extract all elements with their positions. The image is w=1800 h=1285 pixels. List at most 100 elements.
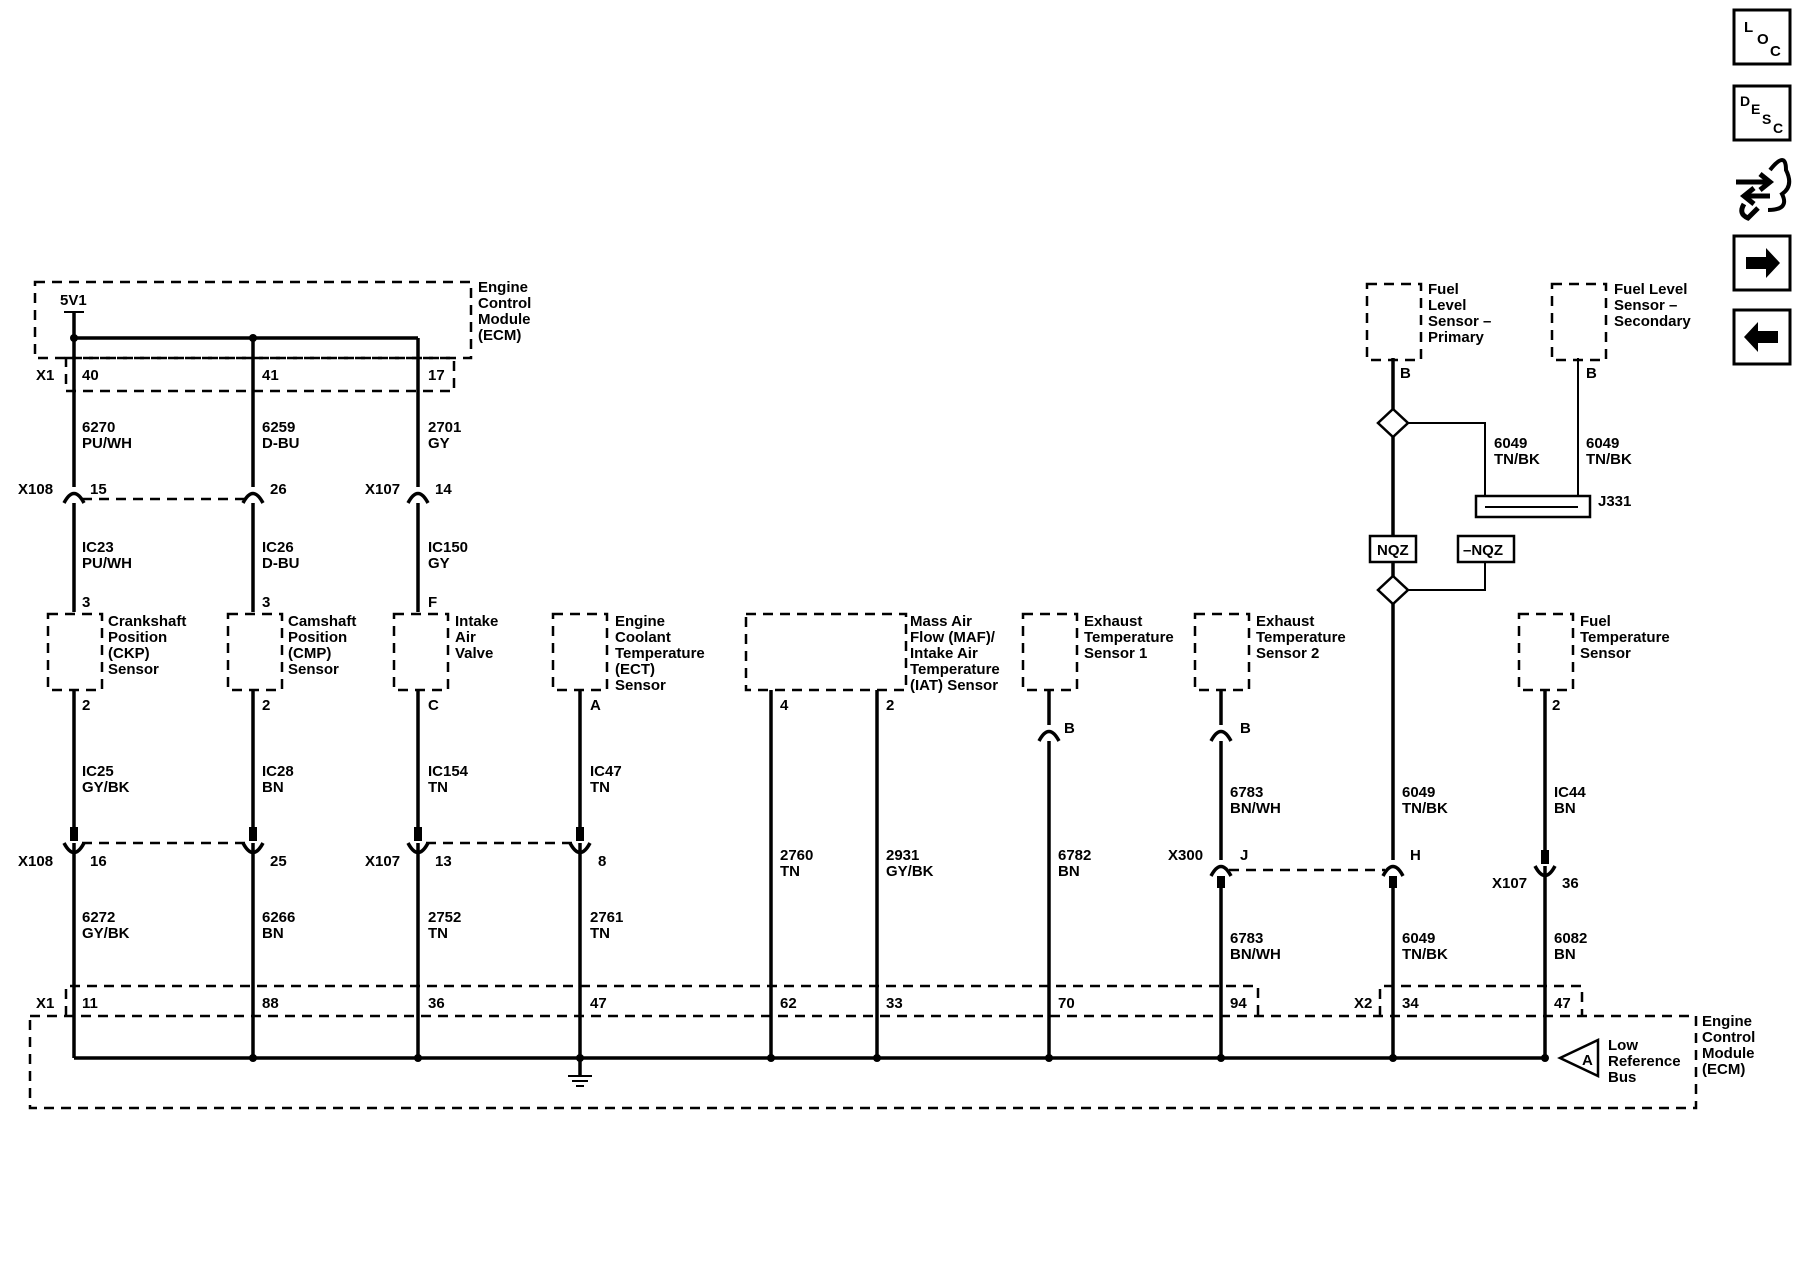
wire-ic44-circuit: IC44 bbox=[1554, 784, 1586, 801]
wire-6783-lower-circuit: 6783 bbox=[1230, 930, 1263, 947]
splice-diamond-lower-icon bbox=[1376, 574, 1410, 606]
wire-2931-color: GY/BK bbox=[886, 863, 934, 880]
ecm-bottom-title-2: Control bbox=[1702, 1029, 1755, 1046]
fuel-wire-a-color: TN/BK bbox=[1494, 451, 1540, 468]
loc-icon[interactable]: L O C bbox=[1732, 8, 1792, 66]
fuel-branch-lower bbox=[1404, 560, 1486, 591]
wire-6049-lower-color: TN/BK bbox=[1402, 946, 1448, 963]
fuel-wire-a-circuit: 6049 bbox=[1494, 435, 1527, 452]
exhaust2-name-2: Temperature bbox=[1256, 629, 1346, 646]
wire-6049-upper-circuit: 6049 bbox=[1402, 784, 1435, 801]
x300-pin-h: H bbox=[1410, 847, 1421, 864]
ecm-top-pin-17: 17 bbox=[428, 367, 445, 384]
fuel-primary-name-1: Fuel bbox=[1428, 281, 1459, 298]
wire-2761-circuit: 2761 bbox=[590, 909, 623, 926]
wire-2701-color: GY bbox=[428, 435, 450, 452]
x108-lower-label: X108 bbox=[18, 853, 53, 870]
ect-name-5: Sensor bbox=[615, 677, 666, 694]
ecm-pin-33: 33 bbox=[886, 995, 903, 1012]
ecm-pin-11: 11 bbox=[82, 995, 98, 1012]
wire-ic26-circuit: IC26 bbox=[262, 539, 294, 556]
ecm-pin-47a: 47 bbox=[590, 995, 607, 1012]
next-arrow-icon[interactable] bbox=[1732, 234, 1792, 292]
option-not-nqz-box bbox=[1456, 534, 1516, 564]
fuel-secondary-name-3: Secondary bbox=[1614, 313, 1691, 330]
option-nqz-label: NQZ bbox=[1377, 542, 1409, 559]
wire-ic150-circuit: IC150 bbox=[428, 539, 468, 556]
option-not-nqz-label: –NQZ bbox=[1463, 542, 1503, 559]
cmp-name-1: Camshaft bbox=[288, 613, 356, 630]
ecm-pin-62: 62 bbox=[780, 995, 797, 1012]
upper-inline-connectors: X108 15 26 X107 14 bbox=[18, 481, 452, 504]
x107-lower-pin-13: 13 bbox=[435, 853, 452, 870]
x300-pin-j: J bbox=[1240, 847, 1248, 864]
fuel-level-block: Fuel Level Sensor – Primary Fuel Level S… bbox=[1365, 281, 1691, 606]
exhaust1-name-2: Temperature bbox=[1084, 629, 1174, 646]
ecm-pin-47b: 47 bbox=[1554, 995, 1571, 1012]
iav-pin-bottom: C bbox=[428, 697, 439, 714]
fuel-level-primary-box bbox=[1365, 282, 1423, 362]
maf-name-2: Flow (MAF)/ bbox=[910, 629, 996, 646]
ecm-top-pin-40: 40 bbox=[82, 367, 99, 384]
wire-2760-circuit: 2760 bbox=[780, 847, 813, 864]
maf-name-5: (IAT) Sensor bbox=[910, 677, 998, 694]
ecm-top-title-3: Module bbox=[478, 311, 531, 328]
wire-6049-lower-circuit: 6049 bbox=[1402, 930, 1435, 947]
top-wire-labels: 6270 PU/WH 6259 D-BU 2701 GY IC23 PU/WH … bbox=[82, 419, 468, 572]
fuel-wire-b-circuit: 6049 bbox=[1586, 435, 1619, 452]
ecm-top-title-2: Control bbox=[478, 295, 531, 312]
fuel-temp-name-1: Fuel bbox=[1580, 613, 1611, 630]
iav-name-3: Valve bbox=[455, 645, 493, 662]
exhaust2-connector-icon bbox=[1209, 729, 1233, 742]
ecm-x2-connector-outline bbox=[1378, 984, 1584, 1016]
x108-upper-pin-15: 15 bbox=[90, 481, 107, 498]
maf-pin-2: 2 bbox=[886, 697, 894, 714]
wire-6259-color: D-BU bbox=[262, 435, 300, 452]
ecm-x2-label: X2 bbox=[1354, 995, 1372, 1012]
maf-name-3: Intake Air bbox=[910, 645, 978, 662]
wire-6783-upper-color: BN/WH bbox=[1230, 800, 1281, 817]
bus-junctions bbox=[249, 1054, 1549, 1062]
x107-lower-pin-8: 8 bbox=[598, 853, 606, 870]
fuel-primary-name-2: Level bbox=[1428, 297, 1466, 314]
exhaust1-name-1: Exhaust bbox=[1084, 613, 1142, 630]
cmp-pin-top: 3 bbox=[262, 594, 270, 611]
wire-6270-color: PU/WH bbox=[82, 435, 132, 452]
wire-6782-color: BN bbox=[1058, 863, 1080, 880]
ckp-name-3: (CKP) bbox=[108, 645, 150, 662]
splice-j331-label: J331 bbox=[1598, 493, 1631, 510]
ect-name-3: Temperature bbox=[615, 645, 705, 662]
ecm-top-outline bbox=[33, 280, 473, 360]
wire-ic23-circuit: IC23 bbox=[82, 539, 114, 556]
exhaust1-pin: B bbox=[1064, 720, 1075, 737]
ecm-bottom-outline bbox=[28, 1014, 1698, 1110]
wire-6272-color: GY/BK bbox=[82, 925, 130, 942]
sensor-exhaust-temp-2: B Exhaust Temperature Sensor 2 bbox=[1193, 612, 1346, 742]
low-reference-symbol: A bbox=[1582, 1052, 1593, 1069]
wire-6259-circuit: 6259 bbox=[262, 419, 295, 436]
prev-arrow-icon[interactable] bbox=[1732, 308, 1792, 366]
connector-icon[interactable] bbox=[1736, 158, 1792, 221]
maf-name-4: Temperature bbox=[910, 661, 1000, 678]
desc-icon[interactable]: D E S C bbox=[1732, 84, 1792, 142]
ecm-pin-36: 36 bbox=[428, 995, 445, 1012]
wire-ic154-color: TN bbox=[428, 779, 448, 796]
sensor-ect: A Engine Coolant Temperature (ECT) Senso… bbox=[551, 612, 705, 714]
ckp-name-2: Position bbox=[108, 629, 167, 646]
wire-6266-color: BN bbox=[262, 925, 284, 942]
exhaust2-name-1: Exhaust bbox=[1256, 613, 1314, 630]
fuel-temp-name-2: Temperature bbox=[1580, 629, 1670, 646]
ect-name-4: (ECT) bbox=[615, 661, 655, 678]
x108-upper-label: X108 bbox=[18, 481, 53, 498]
connector-cup-icon bbox=[62, 491, 430, 504]
exhaust2-name-3: Sensor 2 bbox=[1256, 645, 1319, 662]
wire-ic47-color: TN bbox=[590, 779, 610, 796]
wire-6049-upper-color: TN/BK bbox=[1402, 800, 1448, 817]
ground-icon bbox=[568, 1058, 592, 1087]
sensor-maf-iat: 4 2 Mass Air Flow (MAF)/ Intake Air Temp… bbox=[744, 612, 1000, 714]
ecm-top-title-4: (ECM) bbox=[478, 327, 521, 344]
fuel-secondary-name-1: Fuel Level bbox=[1614, 281, 1687, 298]
exhaust1-connector-icon bbox=[1037, 729, 1061, 742]
ect-pin-bottom: A bbox=[590, 697, 601, 714]
